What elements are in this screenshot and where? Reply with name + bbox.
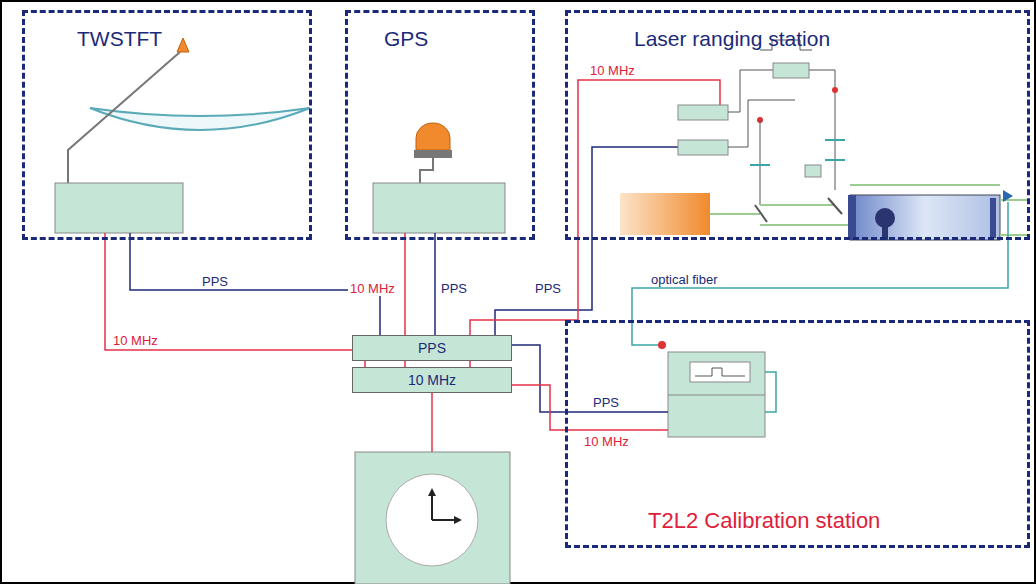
box-label: PPS bbox=[418, 340, 446, 356]
station-region: TWSTFT bbox=[22, 10, 312, 240]
distribution-box: 10 MHz bbox=[352, 367, 512, 393]
clock bbox=[355, 393, 510, 584]
station-title: Laser ranging station bbox=[634, 27, 830, 51]
station-region: T2L2 Calibration station bbox=[565, 320, 1030, 548]
signal-label: optical fiber bbox=[649, 272, 719, 287]
signal-label: PPS bbox=[533, 281, 563, 296]
signal-wire bbox=[434, 240, 436, 335]
gps-receiver bbox=[373, 123, 505, 240]
signal-label: 10 MHz bbox=[588, 63, 637, 78]
signal-label: 10 MHz bbox=[582, 434, 631, 449]
signal-label: 10 MHz bbox=[348, 281, 397, 296]
station-region: GPS bbox=[345, 10, 535, 240]
station-title: TWSTFT bbox=[77, 27, 162, 51]
signal-wire bbox=[130, 240, 380, 335]
signal-wire bbox=[105, 240, 365, 367]
laser-ranging-optics bbox=[578, 40, 1030, 240]
signal-wire bbox=[512, 345, 565, 412]
signal-wire bbox=[512, 385, 565, 430]
signal-label: 10 MHz bbox=[111, 333, 160, 348]
twstft-antenna bbox=[55, 38, 310, 240]
signal-label: PPS bbox=[591, 395, 621, 410]
signal-label: PPS bbox=[439, 281, 469, 296]
box-label: 10 MHz bbox=[408, 372, 456, 388]
t2l2-device bbox=[565, 320, 776, 437]
station-region: Laser ranging station bbox=[565, 10, 1030, 240]
signal-wire bbox=[632, 240, 1008, 320]
signal-label: PPS bbox=[200, 274, 230, 289]
station-title: GPS bbox=[384, 27, 428, 51]
distribution-box: PPS bbox=[352, 335, 512, 361]
station-title: T2L2 Calibration station bbox=[648, 508, 880, 534]
